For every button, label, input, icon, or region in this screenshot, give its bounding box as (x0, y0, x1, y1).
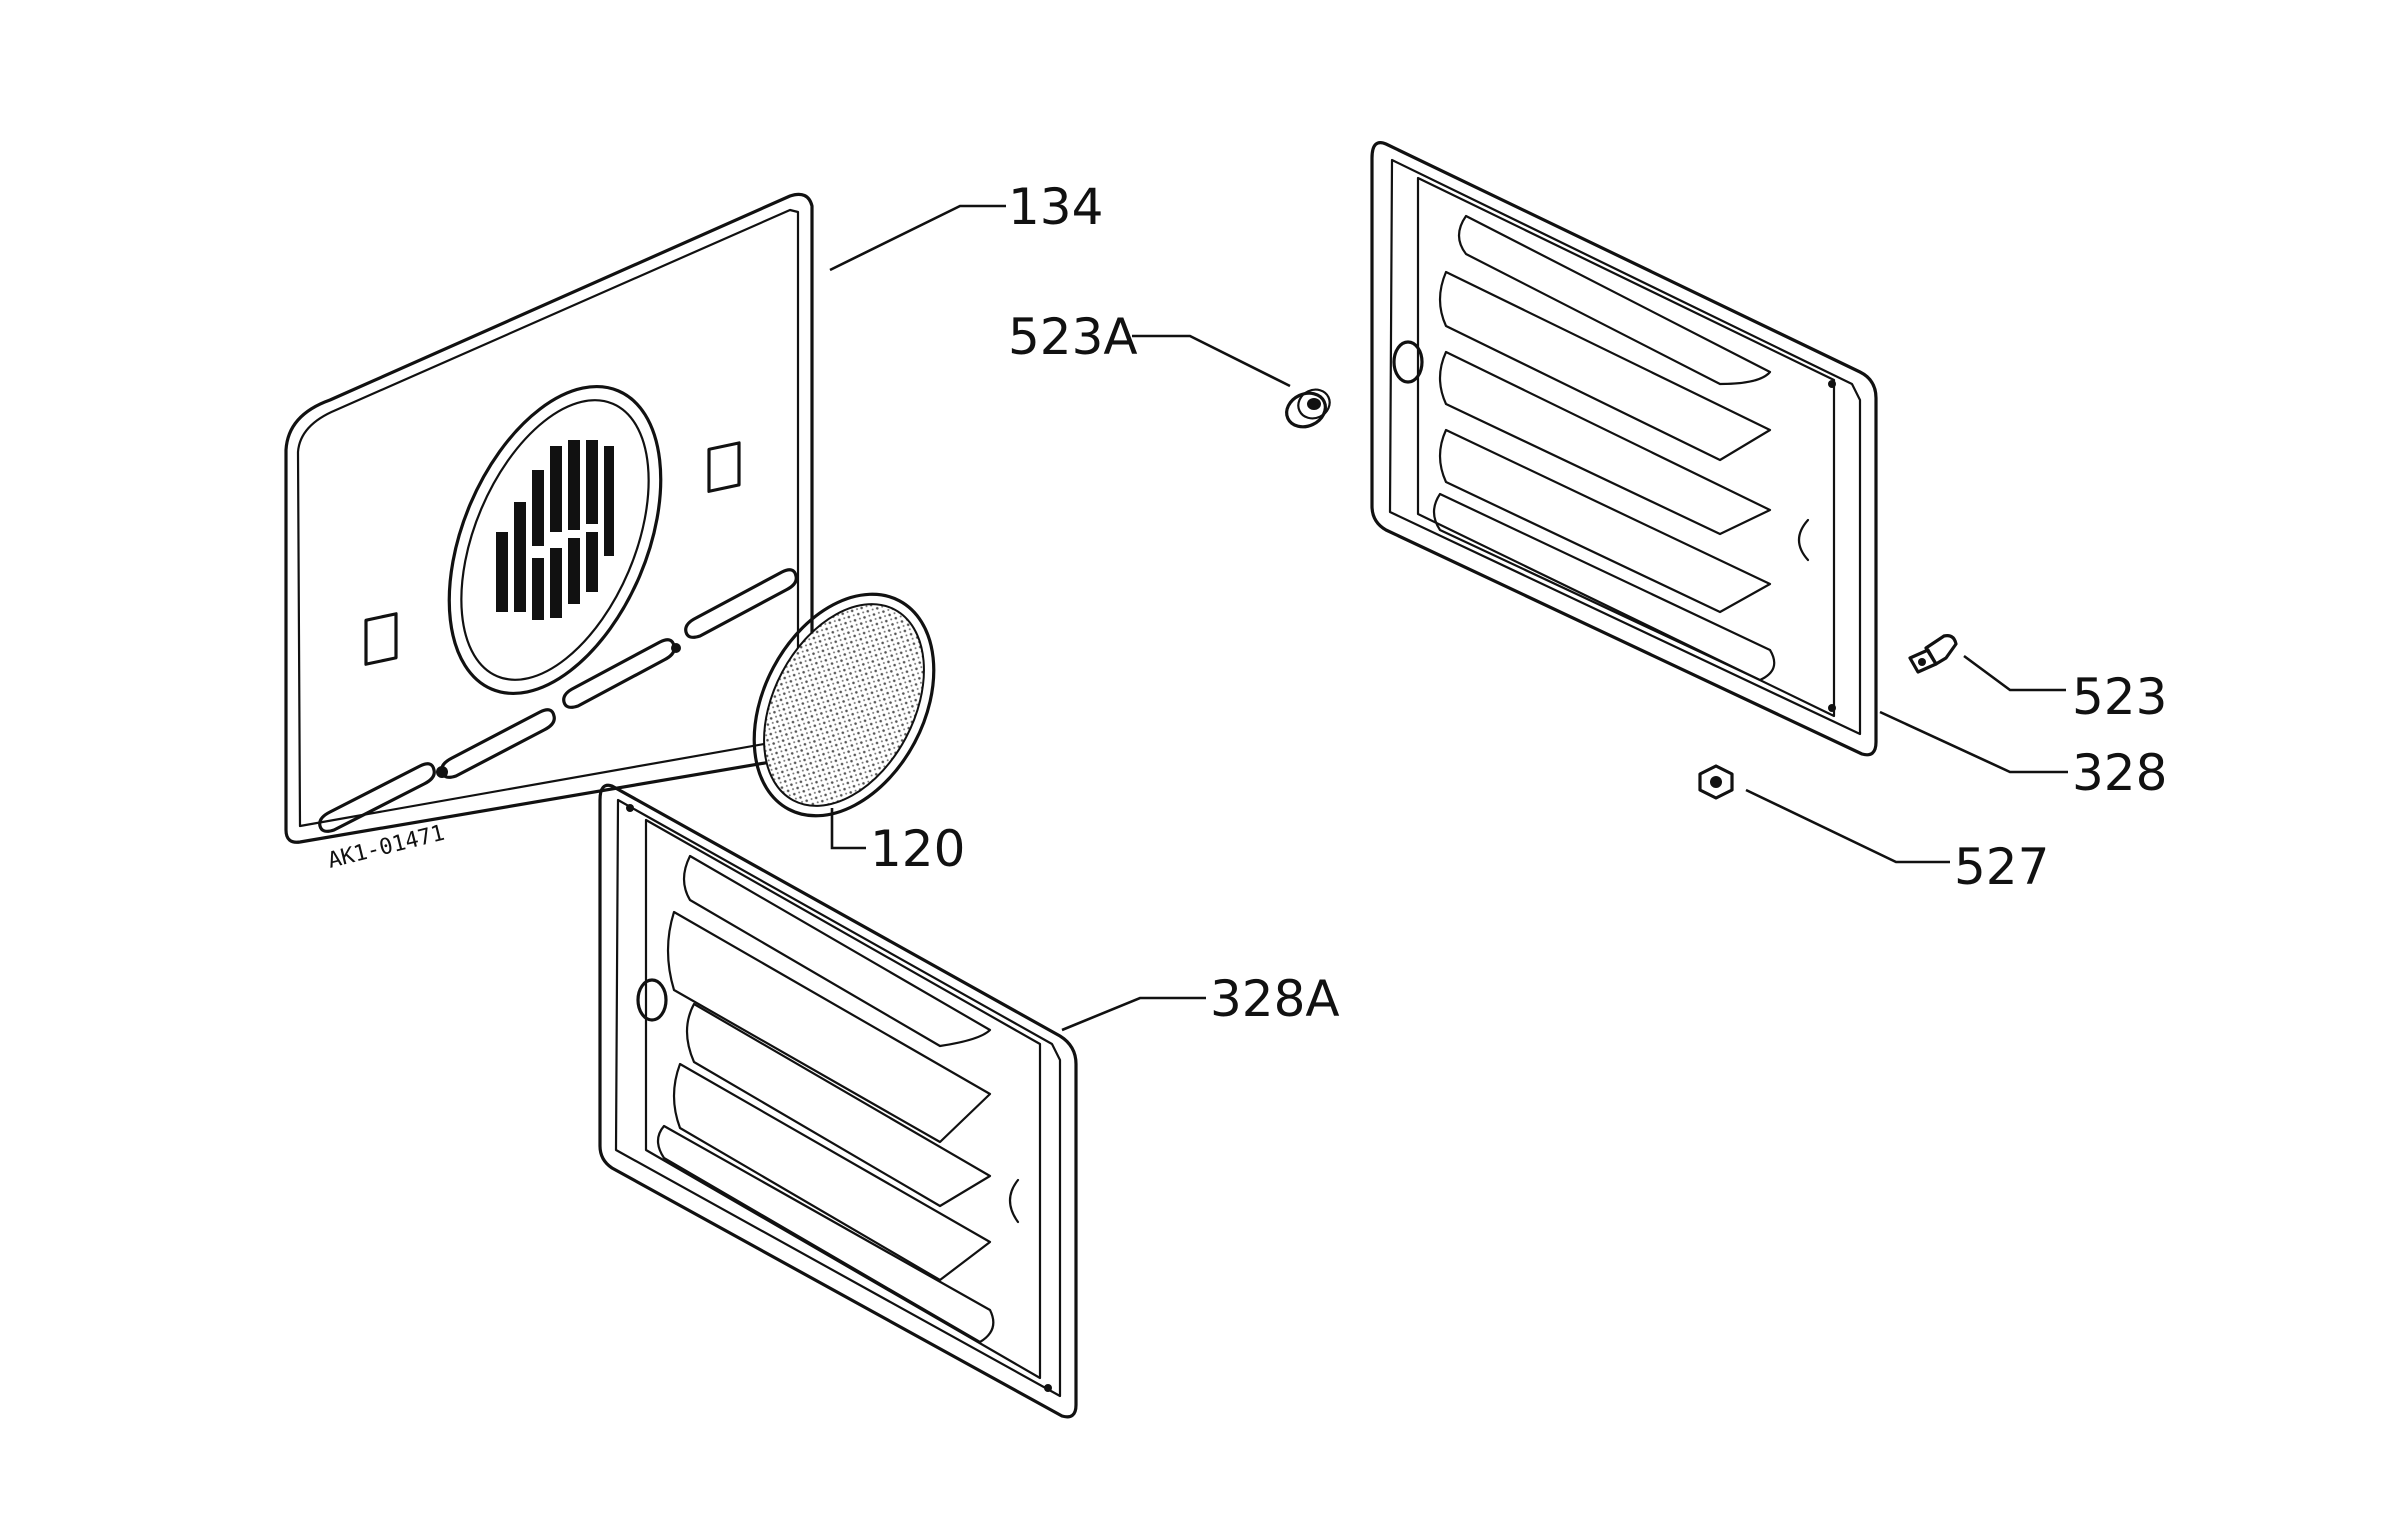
leader-134 (829, 204, 1006, 272)
louvre-plate-328a (598, 783, 1078, 1419)
leader-120 (830, 808, 866, 850)
louvre-plate-328 (1370, 141, 1878, 757)
leader-523a (1132, 334, 1291, 388)
round-filter-120 (752, 592, 936, 818)
leader-328a (1061, 996, 1206, 1032)
label-523: 523 (2072, 668, 2167, 726)
leader-527 (1745, 788, 1950, 864)
leader-328 (1879, 710, 2068, 774)
label-120: 120 (870, 820, 965, 878)
fan-grille-slots (496, 440, 614, 620)
label-328: 328 (2072, 744, 2167, 802)
leader-523 (1963, 654, 2066, 692)
bottom-vent-slots (318, 568, 798, 833)
label-134: 134 (1008, 178, 1103, 236)
label-523a: 523A (1008, 308, 1138, 366)
label-328a: 328A (1210, 970, 1340, 1028)
back-panel-134 (284, 192, 814, 844)
nut-527 (1698, 764, 1734, 800)
bushing-523a (1285, 388, 1331, 429)
screw-523 (1908, 634, 1958, 674)
label-527: 527 (1954, 838, 2049, 896)
